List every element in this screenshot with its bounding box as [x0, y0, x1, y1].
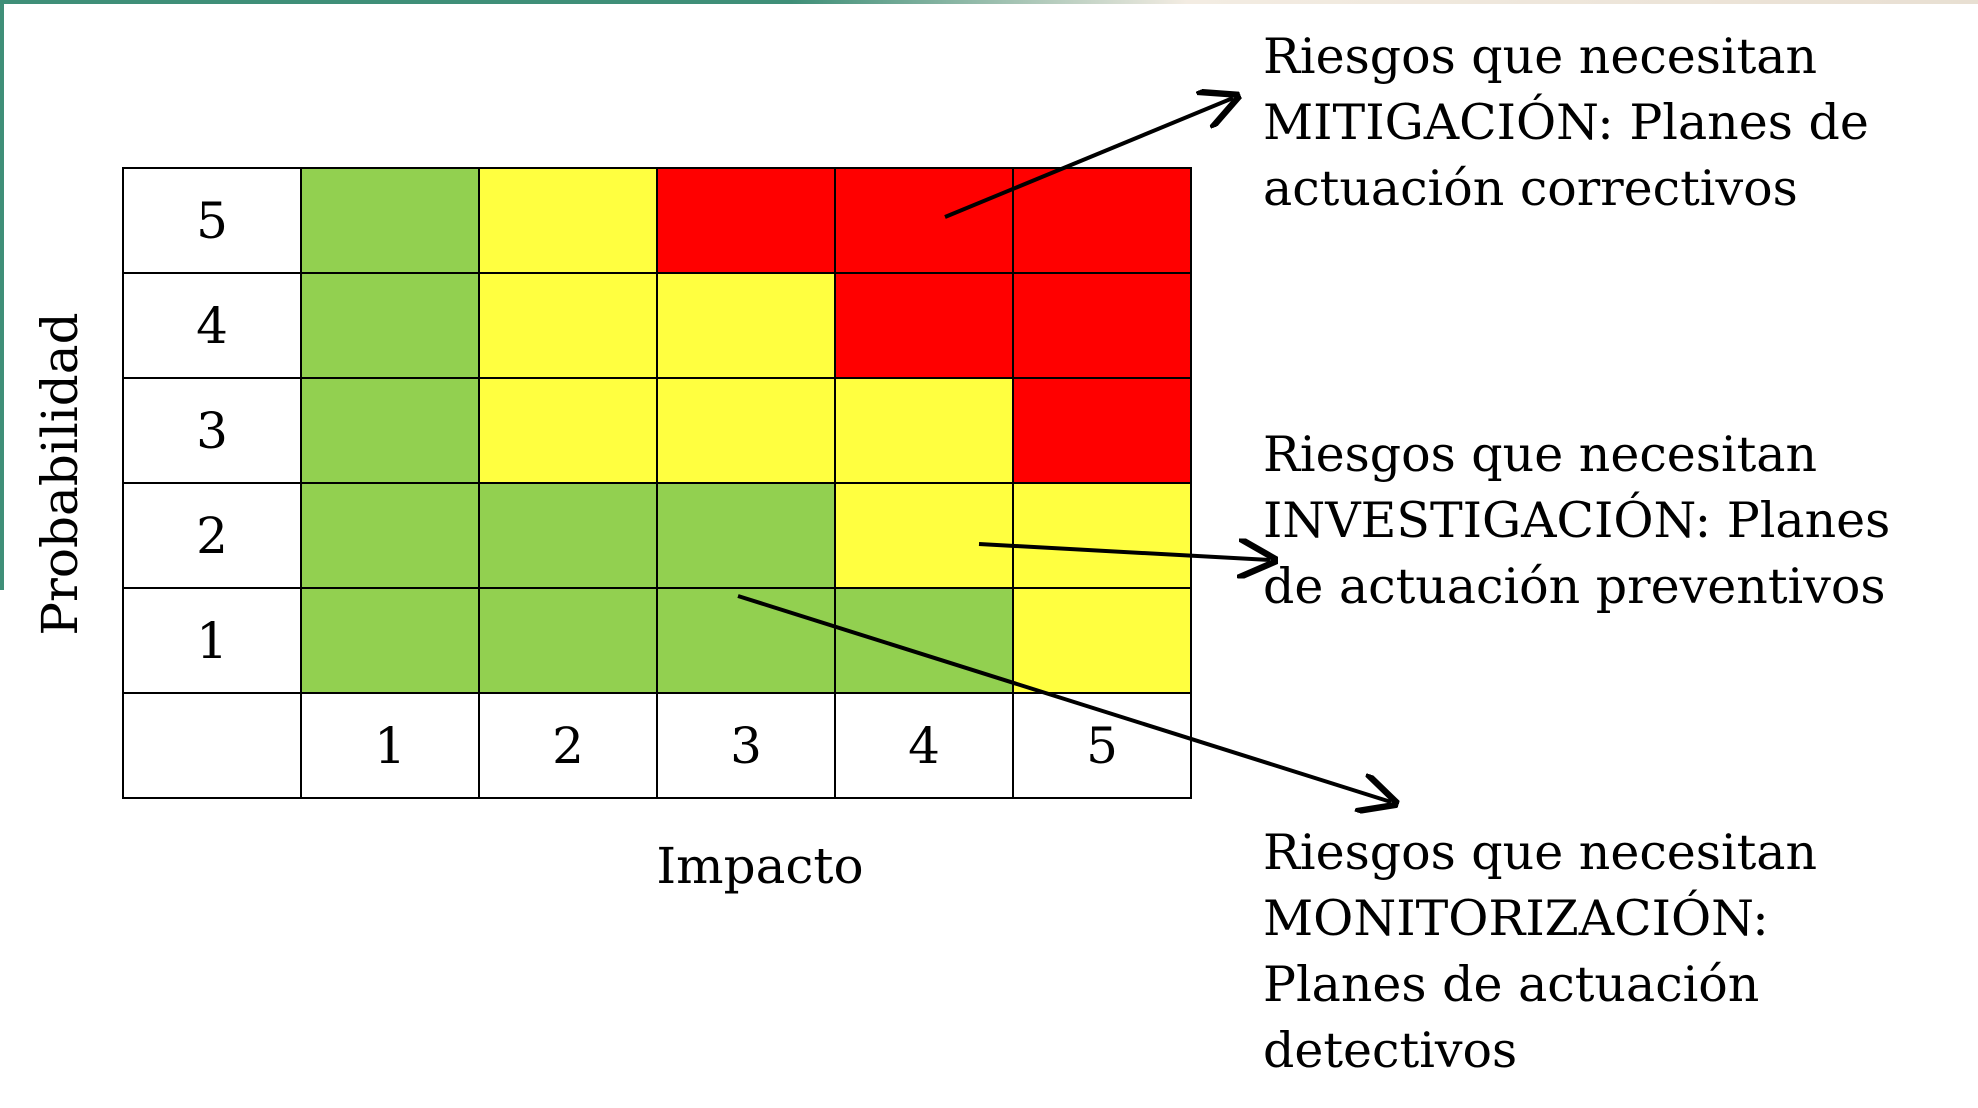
impact-axis-label: Impacto	[656, 837, 864, 895]
risk-cell	[1012, 482, 1192, 589]
matrix-row: 3	[122, 377, 1192, 484]
probability-axis-label: Probabilidad	[31, 312, 89, 636]
risk-cell	[656, 167, 836, 274]
investigation-note-line: Riesgos que necesitan	[1263, 426, 1818, 483]
matrix-row: 4	[122, 272, 1192, 379]
risk-cell	[478, 167, 658, 274]
impact-label-cell: 2	[478, 692, 658, 799]
probability-label-cell: 5	[122, 167, 302, 274]
top-decoration-strip	[0, 0, 1978, 4]
risk-cell	[1012, 167, 1192, 274]
monitoring-note: Riesgos que necesitan MONITORIZACIÓN: Pl…	[1263, 820, 1817, 1084]
left-decoration-strip	[0, 0, 4, 590]
probability-label-cell: 2	[122, 482, 302, 589]
risk-cell	[478, 482, 658, 589]
investigation-note-line: de actuación preventivos	[1263, 558, 1886, 615]
risk-cell	[656, 482, 836, 589]
risk-cell	[834, 482, 1014, 589]
impact-label-cell: 3	[656, 692, 836, 799]
monitoring-note-line: Planes de actuación	[1263, 956, 1760, 1013]
probability-label-cell: 3	[122, 377, 302, 484]
corner-cell	[122, 692, 302, 799]
monitoring-note-line: detectivos	[1263, 1022, 1518, 1079]
risk-matrix: 5 4 3 2	[122, 167, 1192, 799]
impact-label-cell: 1	[300, 692, 480, 799]
mitigation-note-line: MITIGACIÓN: Planes de	[1263, 94, 1869, 151]
risk-cell	[300, 482, 480, 589]
risk-cell	[478, 272, 658, 379]
risk-cell	[834, 587, 1014, 694]
risk-cell	[834, 167, 1014, 274]
probability-label-cell: 4	[122, 272, 302, 379]
monitoring-note-line: MONITORIZACIÓN:	[1263, 890, 1769, 947]
mitigation-note-line: actuación correctivos	[1263, 160, 1798, 217]
mitigation-note: Riesgos que necesitan MITIGACIÓN: Planes…	[1263, 24, 1869, 222]
investigation-note-line: INVESTIGACIÓN: Planes	[1263, 492, 1891, 549]
impact-label-cell: 5	[1012, 692, 1192, 799]
risk-cell	[834, 377, 1014, 484]
risk-cell	[300, 377, 480, 484]
risk-cell	[656, 377, 836, 484]
risk-cell	[1012, 587, 1192, 694]
risk-cell	[1012, 377, 1192, 484]
mitigation-note-line: Riesgos que necesitan	[1263, 28, 1818, 85]
risk-cell	[478, 587, 658, 694]
matrix-row: 2	[122, 482, 1192, 589]
risk-cell	[656, 587, 836, 694]
matrix-row: 1	[122, 587, 1192, 694]
risk-cell	[1012, 272, 1192, 379]
risk-cell	[834, 272, 1014, 379]
impact-label-cell: 4	[834, 692, 1014, 799]
probability-label-cell: 1	[122, 587, 302, 694]
monitoring-note-line: Riesgos que necesitan	[1263, 824, 1818, 881]
risk-cell	[656, 272, 836, 379]
risk-cell	[300, 167, 480, 274]
risk-cell	[300, 587, 480, 694]
risk-cell	[478, 377, 658, 484]
impact-label-row: 1 2 3 4 5	[122, 692, 1192, 799]
investigation-note: Riesgos que necesitan INVESTIGACIÓN: Pla…	[1263, 422, 1890, 620]
risk-cell	[300, 272, 480, 379]
matrix-row: 5	[122, 167, 1192, 274]
